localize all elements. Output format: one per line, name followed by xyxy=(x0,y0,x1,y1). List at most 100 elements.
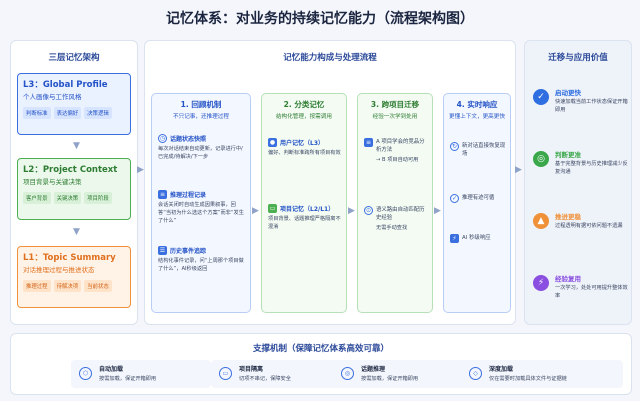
right-arrow-icon: ▶ xyxy=(252,206,259,216)
layer-subtitle: 项目背景与关键决策 xyxy=(23,178,82,186)
value-item-desc: 快速加载当前工作状态保证开箱即用 xyxy=(555,99,628,113)
down-arrow-icon: ▼ xyxy=(73,227,80,237)
architecture-title: 三层记忆架构 xyxy=(48,53,100,63)
step-title: 4. 实时响应 xyxy=(456,100,498,109)
step-cross-project-transfer: 3. 跨项目迁移 经验一次学到处用 ≡A 项目学会的竞品分析方法 → B 项目自… xyxy=(357,93,433,313)
layer-tag: 表达偏好 xyxy=(53,107,82,119)
step-subtitle: 更懂上下文，更高更快 xyxy=(449,114,505,120)
check-circle-icon: ✓ xyxy=(450,194,459,203)
step-realtime-response: 4. 实时响应 更懂上下文，更高更快 ↻新对话直接恢复现场 ✓推理有迹可循 ⚡A… xyxy=(443,93,511,313)
user-icon: ● xyxy=(268,138,277,147)
bolt-icon: ⚡ xyxy=(450,234,459,243)
layer-l1-topic-summary: L1：Topic Summary 对话推理过程与推进状态 推理过程 待解决项 当… xyxy=(17,246,131,308)
step-review-mechanism: 1. 回顾机制 不只记事，还推理过程 ◷话题状态快照 每次对话结束自动更新，记录… xyxy=(151,93,251,313)
layer-title: L3：Global Profile xyxy=(23,80,108,90)
item-desc: 结构化事件记录，问“上周那个项目做了什么”，AI秒级返回 xyxy=(158,258,244,272)
layer-tag: 客户背景 xyxy=(23,192,51,204)
layer-title: L2：Project Context xyxy=(23,165,118,175)
step-item: ⚡AI 秒级响应 xyxy=(450,234,506,243)
step-title: 2. 分类记忆 xyxy=(283,100,325,109)
memory-flow-panel: 记忆能力构成与处理流程 1. 回顾机制 不只记事，还推理过程 ◷话题状态快照 每… xyxy=(144,40,516,325)
layer-title: L1：Topic Summary xyxy=(23,253,116,263)
support-desc: 按需加载，保证开箱即用 xyxy=(99,376,157,382)
item-desc: 每次对话结束自动更新，记录进行中/已完成/待解决/下一步 xyxy=(158,146,243,160)
step-categorized-memory: 2. 分类记忆 结构化管理，按需调用 ●用户记忆（L3） 偏好、判断标准跨所有项… xyxy=(261,93,347,313)
memory-architecture-panel: 三层记忆架构 L3：Global Profile 个人画像与工作风格 判断标准 … xyxy=(10,40,138,325)
step-subtitle: 不只记事，还推理过程 xyxy=(173,114,229,120)
refresh-icon: ↻ xyxy=(450,142,459,151)
item-label: AI 秒级响应 xyxy=(462,235,491,241)
item-label: 话题状态快照 xyxy=(170,136,207,143)
value-item-desc: 基于完整背景与历史推理减少反复沟通 xyxy=(555,161,628,175)
step-title: 3. 跨项目迁移 xyxy=(370,100,420,109)
step-item: ≡推理过程记录 会话关闭时自动生成因果叙事，回答“当初为什么选这个方案”而非“发… xyxy=(158,190,246,225)
value-item-title: 判断更准 xyxy=(555,151,581,159)
folder-icon: ▭ xyxy=(219,367,232,380)
layer-tag: 决策逻辑 xyxy=(84,107,112,119)
layer-subtitle: 个人画像与工作风格 xyxy=(23,93,82,101)
step-subtitle: 经验一次学到处用 xyxy=(372,114,418,120)
flow-title: 记忆能力构成与处理流程 xyxy=(283,53,377,63)
item-desc: → B 项目自动可用 xyxy=(376,157,419,163)
target-icon: ◎ xyxy=(533,151,549,167)
right-arrow-icon: ▶ xyxy=(515,165,522,175)
support-panel: 支撑机制（保障记忆体系高效可靠） ⬡ 自动加载 按需加载，保证开箱即用 ▭ 项目… xyxy=(10,333,632,395)
layer-tag: 待解决项 xyxy=(53,280,82,292)
document-icon: ≡ xyxy=(158,190,167,199)
support-desc: 按需加载，保证开箱即用 xyxy=(361,376,419,382)
value-panel: 迁移与应用价值 ✓ 启动更快 快速加载当前工作状态保证开箱即用 ◎ 判断更准 基… xyxy=(524,40,632,325)
value-item-desc: 过程透明有据可依问题不遗漏 xyxy=(555,223,623,229)
support-label: 项目隔离 xyxy=(239,366,264,373)
support-desc: 仅在需要时加载具体文件与证据链 xyxy=(489,376,567,382)
value-item-title: 启动更快 xyxy=(555,89,581,97)
support-label: 深度加载 xyxy=(489,366,514,373)
support-item-project-isolation: ▭ 项目隔离 切项不串记，保障安全 xyxy=(211,360,351,388)
step-item: ≡A 项目学会的竞品分析方法 → B 项目自动可用 xyxy=(364,138,428,164)
item-desc: 偏好、判断标准跨所有项目有效 xyxy=(268,150,341,156)
step-item: ●用户记忆（L3） 偏好、判断标准跨所有项目有效 xyxy=(268,138,342,157)
check-icon: ✓ xyxy=(533,89,549,105)
right-arrow-icon: ▶ xyxy=(348,206,355,216)
step-subtitle: 结构化管理，按需调用 xyxy=(276,114,332,120)
folder-icon: ▭ xyxy=(268,204,277,213)
value-item-title: 经验复用 xyxy=(555,275,581,283)
layer-tag: 项目阶段 xyxy=(84,192,112,204)
item-label: 推理有迹可循 xyxy=(462,195,495,201)
item-desc: 无需手动查找 xyxy=(376,225,408,231)
document-icon: ≡ xyxy=(364,138,373,147)
step-item: ▭项目记忆（L2/L1） 项目背景、话题推理严格隔离不混淆 xyxy=(268,204,342,231)
value-item-desc: 一次学习，处处可用提升整体效率 xyxy=(555,285,628,299)
item-label: 推理过程记录 xyxy=(170,192,207,199)
item-desc: 项目背景、话题推理严格隔离不混淆 xyxy=(268,216,341,230)
support-item-deep-load: ◇ 深度加载 仅在需要时加载具体文件与证据链 xyxy=(461,360,623,388)
support-label: 自动加载 xyxy=(99,366,124,373)
chart-icon: ▲ xyxy=(533,213,549,229)
step-item: ☰历史事件追踪 结构化事件记录，问“上周那个项目做了什么”，AI秒级返回 xyxy=(158,246,246,273)
layer-tag: 判断标准 xyxy=(23,107,51,119)
page-title: 记忆体系：对业务的持续记忆能力（流程架构图） xyxy=(166,11,474,27)
step-item: ◷话题状态快照 每次对话结束自动更新，记录进行中/已完成/待解决/下一步 xyxy=(158,134,246,161)
support-label: 话题推理 xyxy=(361,366,386,373)
value-title: 迁移与应用价值 xyxy=(548,53,608,63)
item-label: 新对话直接恢复现场 xyxy=(462,143,506,157)
list-icon: ☰ xyxy=(158,246,167,255)
clock-icon: ◷ xyxy=(158,134,167,143)
diamond-icon: ◇ xyxy=(469,367,482,380)
layer-l2-project-context: L2：Project Context 项目背景与关键决策 客户背景 关键决策 项… xyxy=(17,158,131,220)
item-label: 历史事件追踪 xyxy=(170,248,207,255)
layer-tag: 推理过程 xyxy=(23,280,51,292)
item-label: 项目记忆（L2/L1） xyxy=(280,206,335,213)
right-arrow-icon: ▶ xyxy=(434,206,441,216)
right-arrow-icon: ▶ xyxy=(137,165,144,175)
support-item-auto-load: ⬡ 自动加载 按需加载，保证开箱即用 xyxy=(71,360,211,388)
box-icon: ⬡ xyxy=(79,367,92,380)
layer-l3-global-profile: L3：Global Profile 个人画像与工作风格 判断标准 表达偏好 决策… xyxy=(17,73,131,135)
item-desc: 会话关闭时自动生成因果叙事，回答“当初为什么选这个方案”而非“发生了什么” xyxy=(158,202,244,224)
step-item: ↻新对话直接恢复现场 xyxy=(450,142,506,158)
step-title: 1. 回顾机制 xyxy=(180,100,222,109)
layer-tag: 关键决策 xyxy=(53,192,82,204)
item-label: 语义路由自动匹配历史经验 xyxy=(376,207,425,221)
down-arrow-icon: ▼ xyxy=(73,141,80,151)
bolt-icon: ⚡ xyxy=(533,275,549,291)
support-title: 支撑机制（保障记忆体系高效可靠） xyxy=(252,344,389,354)
